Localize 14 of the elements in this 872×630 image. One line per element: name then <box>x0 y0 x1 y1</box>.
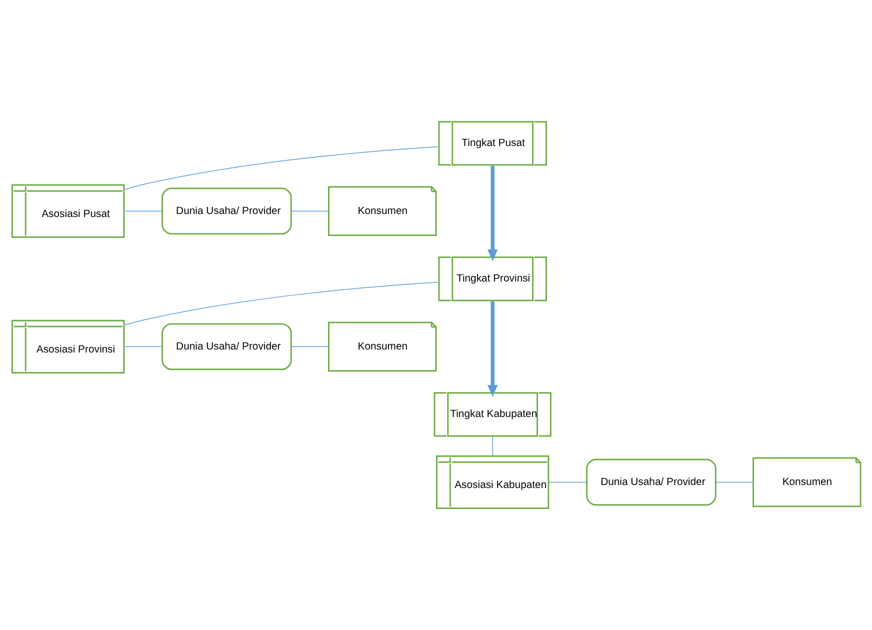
connector <box>124 146 438 190</box>
connector <box>124 210 163 212</box>
node-box: Dunia Usaha/ Provider <box>162 188 292 235</box>
node-box: Dunia Usaha/ Provider <box>586 458 716 506</box>
arrow <box>487 301 498 397</box>
connector <box>492 436 493 456</box>
connector <box>548 482 588 483</box>
connector <box>124 282 438 326</box>
connector <box>124 346 163 348</box>
connector <box>715 482 754 483</box>
arrow <box>487 166 498 262</box>
connector <box>290 346 329 348</box>
node-box: Dunia Usaha/ Provider <box>162 323 292 370</box>
connector <box>290 210 329 212</box>
